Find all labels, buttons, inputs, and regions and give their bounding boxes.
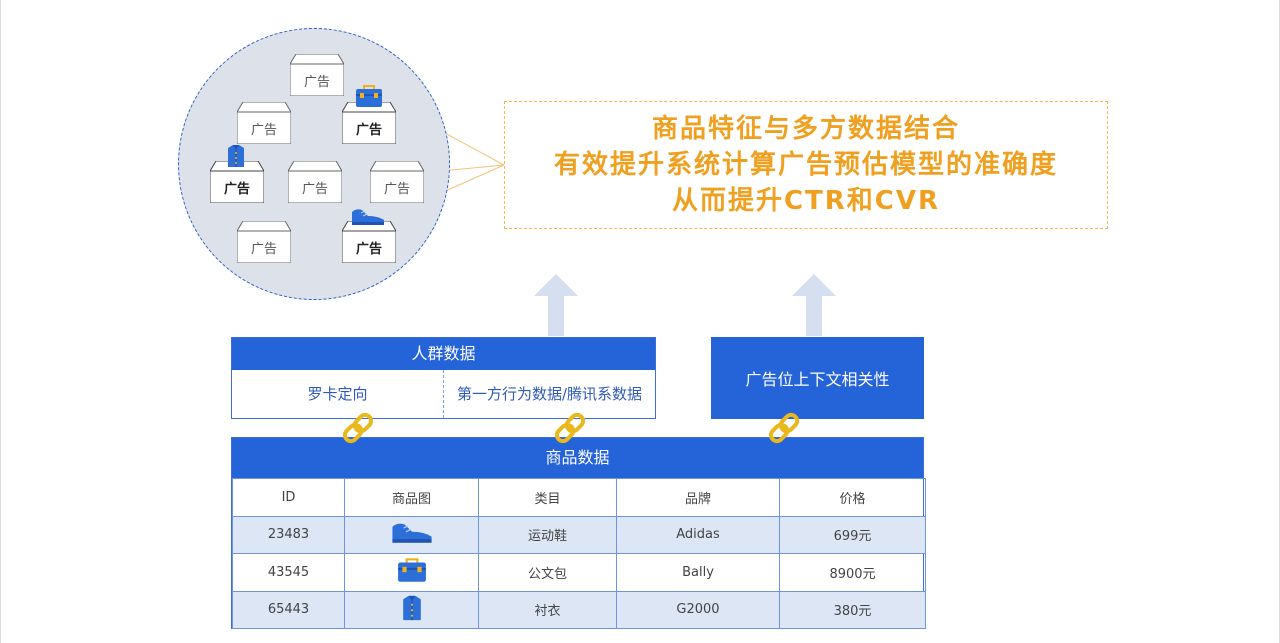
column-header-brand: 品牌 <box>616 478 780 517</box>
goal-line-3: 从而提升CTR和CVR <box>671 186 941 216</box>
cell-price: 380元 <box>779 590 926 629</box>
ad-box: 广告 <box>342 102 396 144</box>
cell-category: 运动鞋 <box>478 515 617 554</box>
goal-line-2: 有效提升系统计算广告预估模型的准确度 <box>553 150 1058 180</box>
ad-box: 广告 <box>237 221 291 263</box>
shoe-icon <box>391 523 432 543</box>
column-header-image: 商品图 <box>344 478 479 517</box>
product-data-table: 商品数据 ID 商品图 类目 品牌 价格 23483 运动鞋 Adidas 69… <box>231 437 926 629</box>
column-header-id: ID <box>232 478 345 517</box>
cell-image <box>344 515 479 554</box>
ad-box: 广告 <box>237 102 291 144</box>
ad-box: 广告 <box>210 161 264 203</box>
audience-item-targeting: 罗卡定向 <box>307 385 368 403</box>
ad-box: 广告 <box>288 161 342 203</box>
ad-label: 广告 <box>383 182 410 197</box>
cell-image <box>344 553 479 592</box>
ad-context-box: 广告位上下文相关性 <box>711 337 924 419</box>
cell-id: 65443 <box>232 590 345 629</box>
audience-item-first-party: 第一方行为数据/腾讯系数据 <box>443 370 655 418</box>
table-row: 43545 公文包 Bally 8900元 <box>232 553 926 592</box>
chain-link-icon <box>768 412 800 444</box>
table-row: 65443 衬衣 G2000 380元 <box>232 590 926 629</box>
chain-link-icon <box>342 412 374 444</box>
column-header-price: 价格 <box>779 478 926 517</box>
arrow-up-icon <box>792 274 836 336</box>
ad-label: 广告 <box>223 182 250 197</box>
cell-brand: Bally <box>616 553 780 592</box>
briefcase-icon <box>397 558 426 583</box>
arrow-up-icon <box>534 274 578 336</box>
cell-category: 公文包 <box>478 553 617 592</box>
cell-price: 8900元 <box>779 553 926 592</box>
cell-category: 衬衣 <box>478 590 617 629</box>
table-row: 23483 运动鞋 Adidas 699元 <box>232 515 926 554</box>
shirt-icon <box>228 145 244 167</box>
audience-data-title: 人群数据 <box>232 338 655 370</box>
audience-data-box: 人群数据 罗卡定向 第一方行为数据/腾讯系数据 <box>231 337 656 419</box>
cell-image <box>344 590 479 629</box>
cell-brand: Adidas <box>616 515 780 554</box>
cell-brand: G2000 <box>616 590 780 629</box>
goal-line-1: 商品特征与多方数据结合 <box>651 114 960 144</box>
chain-link-icon <box>554 412 586 444</box>
ad-box: 广告 <box>370 161 424 203</box>
cell-id: 23483 <box>232 515 345 554</box>
shirt-icon <box>402 595 421 620</box>
ad-label: 广告 <box>250 123 277 138</box>
product-data-title: 商品数据 <box>232 438 923 478</box>
ad-label: 广告 <box>250 242 277 257</box>
cell-id: 43545 <box>232 553 345 592</box>
ad-label: 广告 <box>301 182 328 197</box>
goal-statement-box: 商品特征与多方数据结合 有效提升系统计算广告预估模型的准确度 从而提升CTR和C… <box>504 101 1108 229</box>
ad-label: 广告 <box>303 75 330 90</box>
briefcase-icon <box>356 85 382 107</box>
ad-context-label: 广告位上下文相关性 <box>745 370 890 389</box>
ad-label: 广告 <box>355 242 382 257</box>
shoe-icon <box>352 209 384 225</box>
ad-box: 广告 <box>290 54 344 96</box>
cell-price: 699元 <box>779 515 926 554</box>
ad-label: 广告 <box>355 123 382 138</box>
ad-box: 广告 <box>342 221 396 263</box>
column-header-category: 类目 <box>478 478 617 517</box>
